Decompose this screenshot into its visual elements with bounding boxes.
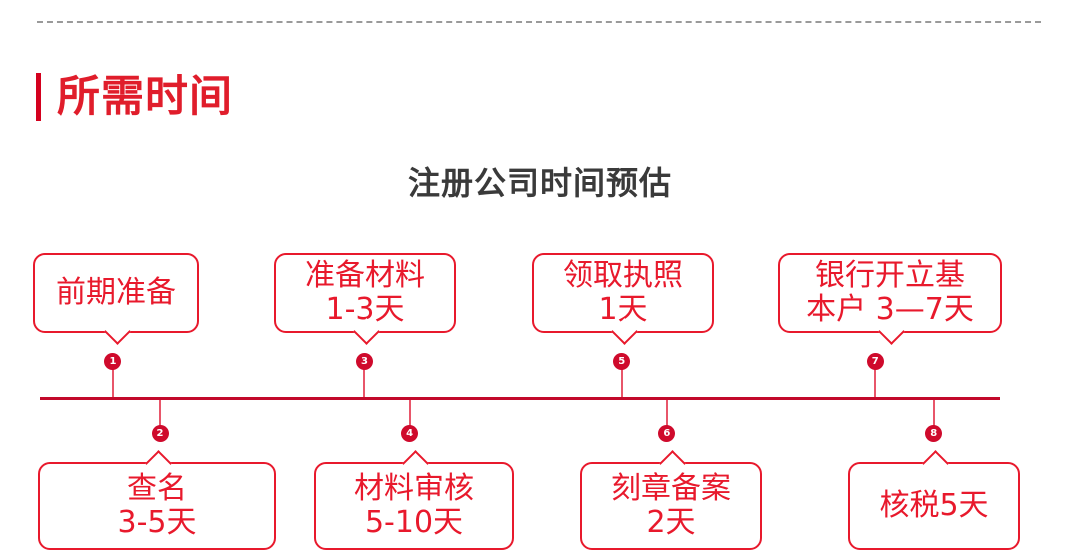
callout-label-7: 银行开立基 (815, 258, 965, 294)
timeline-marker-2[interactable]: 2 (151, 425, 169, 442)
callout-label-2: 查名 (127, 471, 187, 507)
page-title: 所需时间 (57, 71, 233, 122)
timeline-stem-3 (363, 361, 366, 397)
timeline-marker-3[interactable]: 3 (355, 353, 373, 370)
callout-label-4: 材料审核 (354, 471, 474, 507)
timeline-marker-4[interactable]: 4 (401, 425, 419, 442)
timeline-marker-8[interactable]: 8 (925, 425, 943, 442)
callout-tail-1 (104, 318, 131, 345)
callout-label-5: 领取执照 (563, 258, 683, 294)
timeline-marker-5[interactable]: 5 (613, 353, 631, 370)
callout-duration-6: 2天 (646, 505, 696, 540)
callout-duration-2: 3-5天 (117, 505, 197, 540)
timeline-stem-4 (408, 400, 411, 436)
timeline-callout-1[interactable]: 前期准备 (33, 253, 199, 345)
callout-label-8: 核税5天 (879, 488, 989, 524)
timeline-stem-8 (932, 400, 935, 436)
timeline-axis (40, 397, 1000, 400)
top-dashed-divider (37, 21, 1041, 23)
timeline-stem-6 (665, 400, 668, 436)
callout-label-1: 前期准备 (56, 275, 176, 311)
heading-accent-bar (36, 73, 41, 121)
timeline-stem-1 (111, 361, 114, 397)
timeline-marker-6[interactable]: 6 (658, 425, 676, 442)
timeline-callout-8[interactable]: 核税5天 (848, 450, 1020, 550)
callout-tail-8 (922, 450, 949, 477)
timeline-stem-2 (159, 400, 161, 436)
timeline-stem-5 (620, 361, 623, 397)
section-heading: 所需时间 (36, 66, 233, 128)
timeline-callout-7[interactable]: 银行开立基本户 3—7天 (778, 253, 1002, 345)
timeline-stem-7 (874, 361, 877, 397)
callout-label-6: 刻章备案 (611, 471, 731, 507)
timeline-marker-7[interactable]: 7 (866, 353, 884, 370)
chart-title: 注册公司时间预估 (407, 164, 672, 202)
callout-label-3: 准备材料 (305, 258, 425, 294)
callout-duration-4: 5-10天 (364, 505, 464, 540)
timeline-marker-1[interactable]: 1 (104, 353, 122, 370)
